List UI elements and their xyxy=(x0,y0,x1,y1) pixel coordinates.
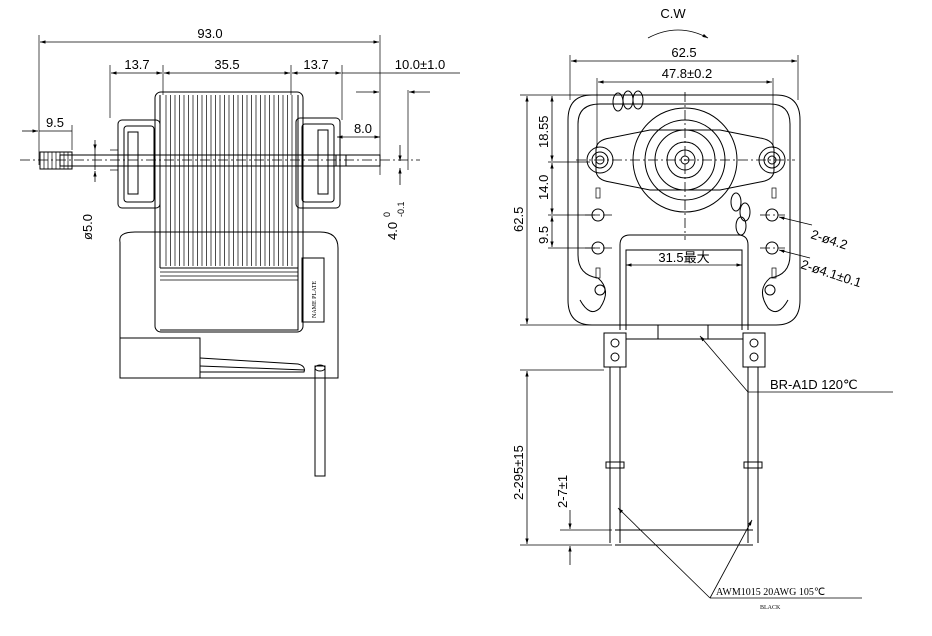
shaft-diameter-dim: ø5.0 xyxy=(80,214,95,240)
protector-label: BR-A1D 120℃ xyxy=(770,377,858,392)
rotation-label: C.W xyxy=(660,6,686,21)
stator-stack xyxy=(154,91,304,333)
overall-dim: 93.0 xyxy=(197,26,222,41)
gear-length-dim: 9.5 xyxy=(46,115,64,130)
bearing-bracket xyxy=(595,129,775,191)
flat-tol-lower: -0.1 xyxy=(396,201,406,217)
front-view: C.W 62.5 47.8±0.2 62.5 18.55 14.0 9.5 xyxy=(511,6,893,611)
front-frame xyxy=(567,94,801,326)
side-view: 93.0 13.7 35.5 13.7 10.0±1.0 9.5 8.0 ø5.… xyxy=(20,26,460,477)
shaft-tip-dim: 8.0 xyxy=(354,121,372,136)
right-bearing xyxy=(295,117,341,209)
v2-dim: 14.0 xyxy=(536,175,551,200)
coil-windings xyxy=(612,90,751,236)
lead-wires xyxy=(605,367,763,546)
hole-spacing-dim: 47.8±0.2 xyxy=(662,66,713,81)
wire-color-label: BLACK xyxy=(760,605,781,611)
name-plate-label: NAME PLATE xyxy=(312,280,318,318)
terminal-block xyxy=(119,337,201,379)
left-bearing xyxy=(110,119,161,209)
shaft-extension-dim: 10.0±1.0 xyxy=(395,57,446,72)
pinion-gear xyxy=(39,151,73,170)
holes-b-label: 2-ø4.1±0.1 xyxy=(799,257,863,291)
left-bobbin-dim: 13.7 xyxy=(124,57,149,72)
v3-dim: 9.5 xyxy=(536,226,551,244)
right-bobbin-dim: 13.7 xyxy=(303,57,328,72)
terminal-right xyxy=(742,332,766,368)
flat-dim: 4.0 xyxy=(385,222,400,240)
lead-wire-side xyxy=(314,365,326,477)
opening-dim: 31.5最大 xyxy=(658,250,709,265)
v1-dim: 18.55 xyxy=(536,115,551,148)
holes-a-label: 2-ø4.2 xyxy=(809,227,849,253)
name-plate xyxy=(301,257,325,323)
motor-frame xyxy=(119,231,339,379)
width-dim: 62.5 xyxy=(671,45,696,60)
rotation-arrow xyxy=(647,29,709,39)
terminal-left xyxy=(603,332,627,368)
wire-spec-label: AWM1015 20AWG 105℃ xyxy=(716,587,825,598)
flat-tol-upper: 0 xyxy=(382,212,392,217)
strip-dim: 2-7±1 xyxy=(555,475,570,508)
height-dim: 62.5 xyxy=(511,207,526,232)
lead-length-dim: 2-295±15 xyxy=(511,445,526,500)
stack-dim: 35.5 xyxy=(214,57,239,72)
